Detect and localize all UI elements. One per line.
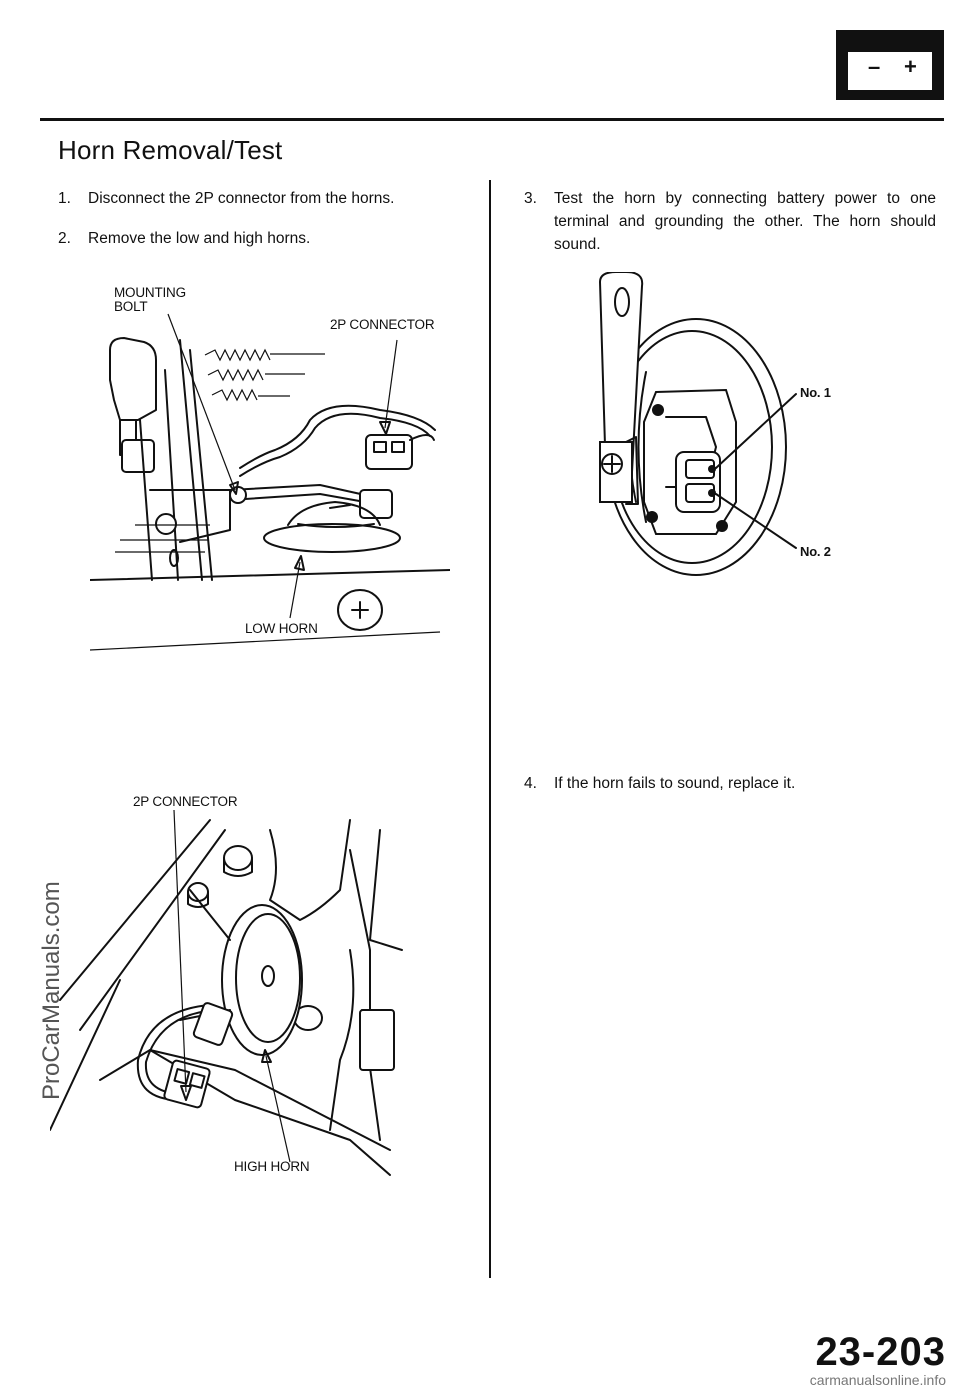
low-horn-label: LOW HORN bbox=[245, 621, 318, 636]
page-title: Horn Removal/Test bbox=[58, 135, 283, 165]
step-4: 4. If the horn fails to sound, replace i… bbox=[524, 771, 936, 796]
step-number: 2. bbox=[58, 230, 71, 247]
page-number: 23-203 bbox=[815, 1330, 946, 1374]
battery-icon: – + bbox=[836, 30, 944, 100]
step-number: 1. bbox=[58, 190, 71, 207]
step-2: 2. Remove the low and high horns. bbox=[58, 226, 478, 251]
high-horn-diagram bbox=[50, 810, 403, 1176]
step-text-line: terminal and grounding the other. The ho… bbox=[554, 213, 936, 230]
step-number: 3. bbox=[524, 190, 537, 207]
horn-test-diagram bbox=[598, 272, 797, 576]
battery-minus: – bbox=[868, 54, 881, 79]
step-3: 3. Test the horn by connecting battery p… bbox=[524, 186, 936, 266]
side-watermark: ProCarManuals.com bbox=[38, 881, 65, 1100]
connector-label-top: 2P CONNECTOR bbox=[330, 317, 435, 332]
column-divider bbox=[489, 180, 491, 1278]
footer-watermark: carmanualsonline.info bbox=[809, 1372, 946, 1388]
step-text-line: sound. bbox=[554, 236, 601, 253]
battery-plus: + bbox=[904, 54, 917, 79]
mounting-bolt-label-line1: MOUNTING bbox=[114, 285, 186, 300]
step-number: 4. bbox=[524, 775, 537, 792]
terminal-2-label: No. 2 bbox=[800, 544, 831, 559]
step-text: If the horn fails to sound, replace it. bbox=[554, 775, 796, 792]
header-rule bbox=[40, 118, 944, 121]
mounting-bolt-label-line2: BOLT bbox=[114, 299, 148, 314]
high-horn-label: HIGH HORN bbox=[234, 1159, 310, 1174]
low-horn-diagram bbox=[90, 313, 450, 651]
step-1: 1. Disconnect the 2P connector from the … bbox=[58, 186, 478, 211]
connector-label-bottom: 2P CONNECTOR bbox=[133, 794, 238, 809]
step-text-line: Test the horn by connecting battery powe… bbox=[554, 190, 936, 207]
step-text: Disconnect the 2P connector from the hor… bbox=[88, 190, 395, 207]
terminal-1-label: No. 1 bbox=[800, 385, 831, 400]
step-text: Remove the low and high horns. bbox=[88, 230, 311, 247]
